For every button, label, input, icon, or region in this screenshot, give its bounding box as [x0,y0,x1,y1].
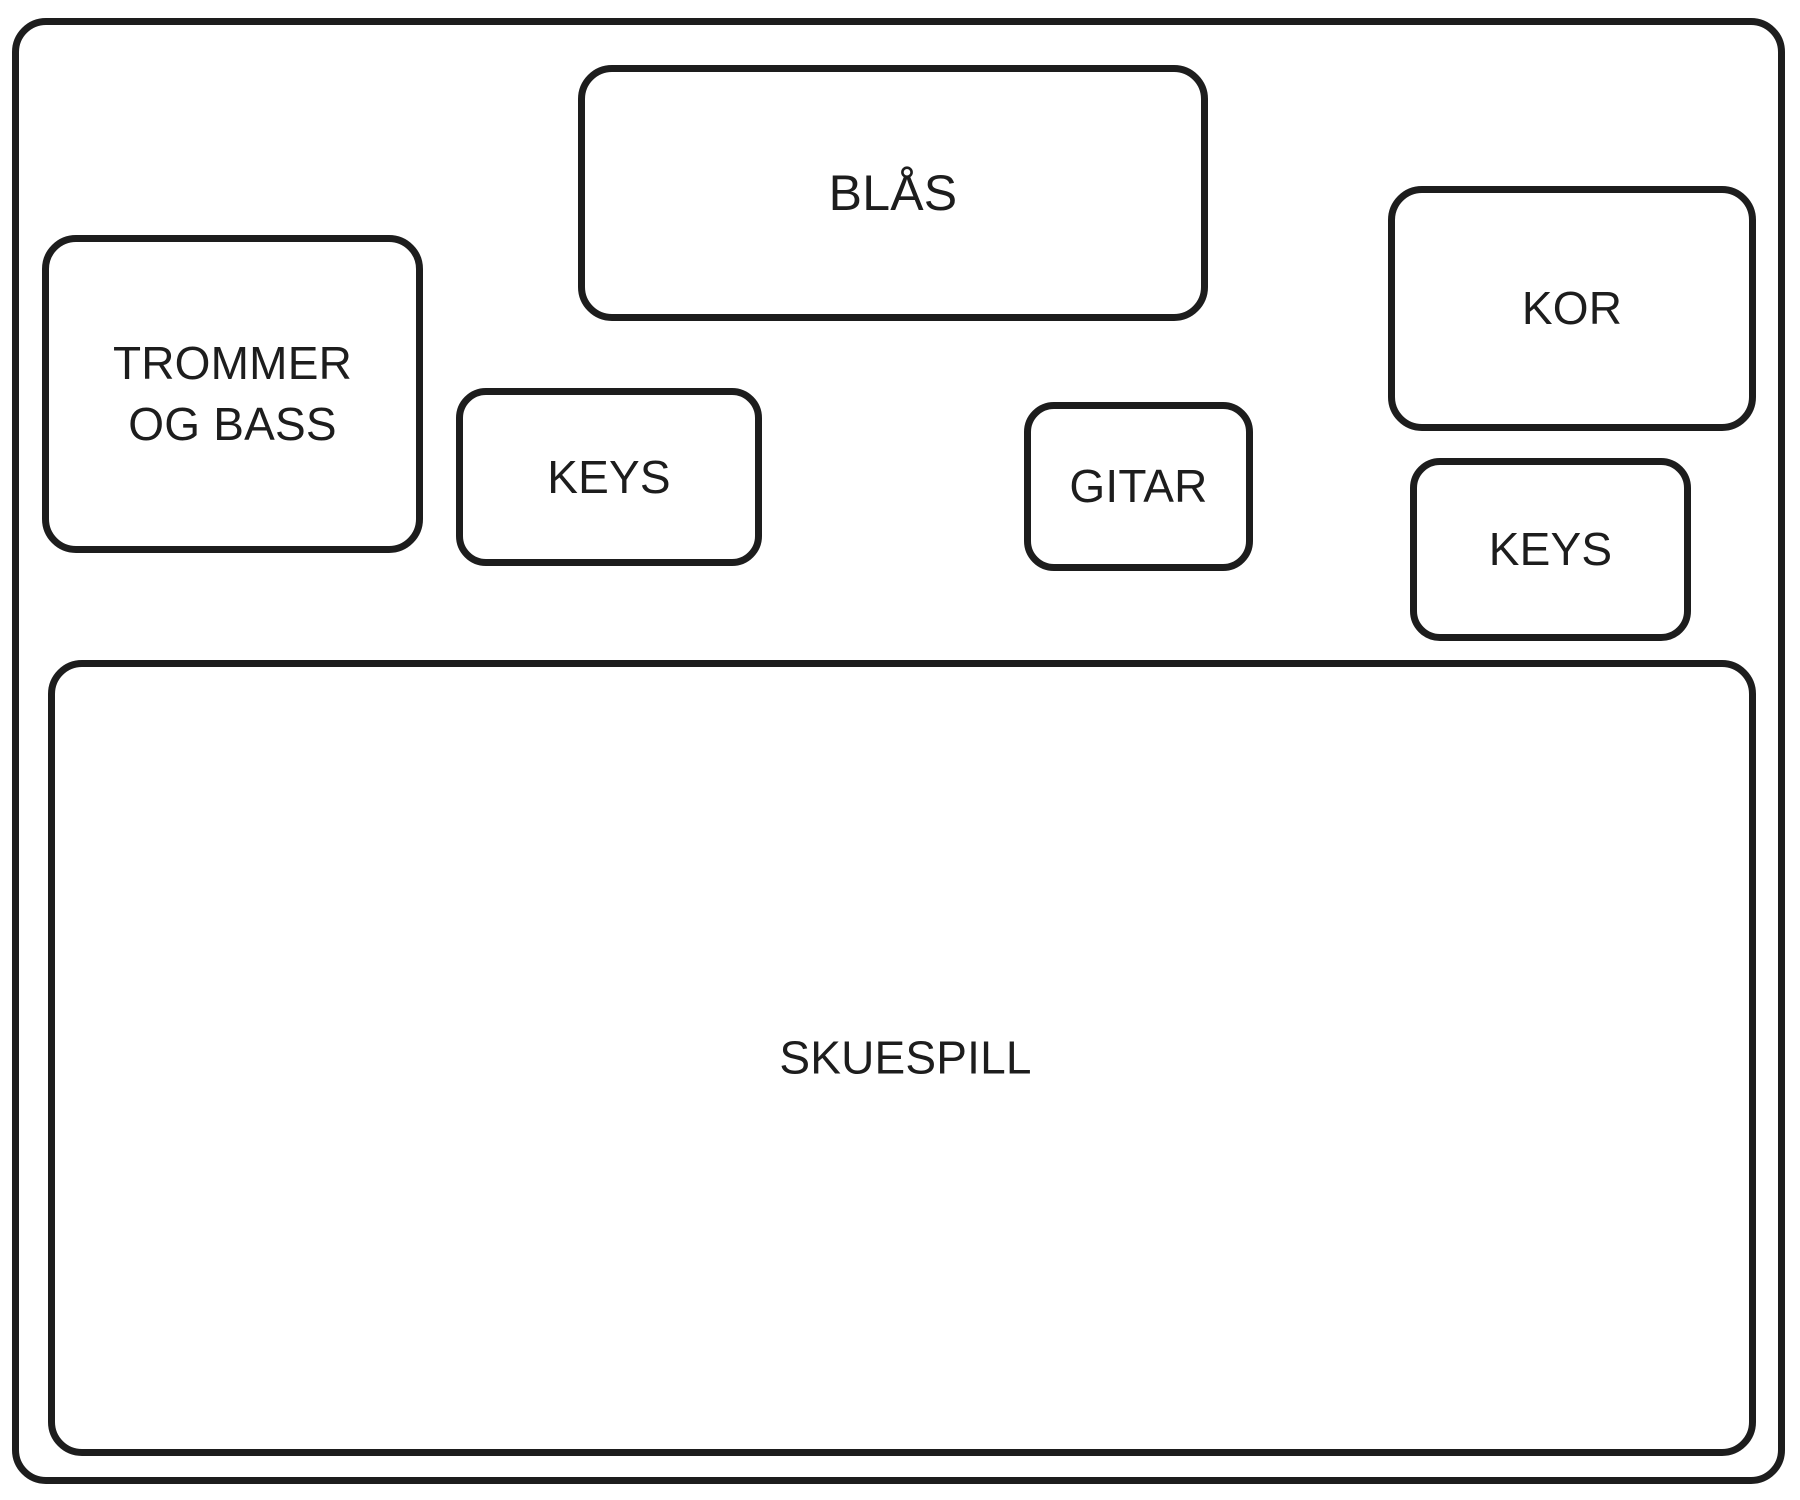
zone-skuespill-label: SKUESPILL [779,1031,1032,1084]
zone-keys-right-label: KEYS [1488,523,1613,576]
zone-gitar[interactable]: GITAR [1024,402,1253,571]
zone-keys-left-label: KEYS [547,450,671,503]
zone-keys-left[interactable]: KEYS [456,388,762,566]
zone-kor-label: KOR [1521,282,1623,335]
zone-gitar-label: GITAR [1069,460,1208,513]
zone-keys-right[interactable]: KEYS [1410,458,1691,641]
zone-trommer-og-bass-label: TROMMER OG BASS [112,337,353,450]
zone-trommer-og-bass[interactable]: TROMMER OG BASS [42,235,423,553]
zone-skuespill[interactable]: SKUESPILL [48,660,1756,1456]
zone-kor[interactable]: KOR [1388,186,1756,431]
zone-blas-label: BLÅS [828,165,958,221]
zone-blas[interactable]: BLÅS [578,65,1208,321]
